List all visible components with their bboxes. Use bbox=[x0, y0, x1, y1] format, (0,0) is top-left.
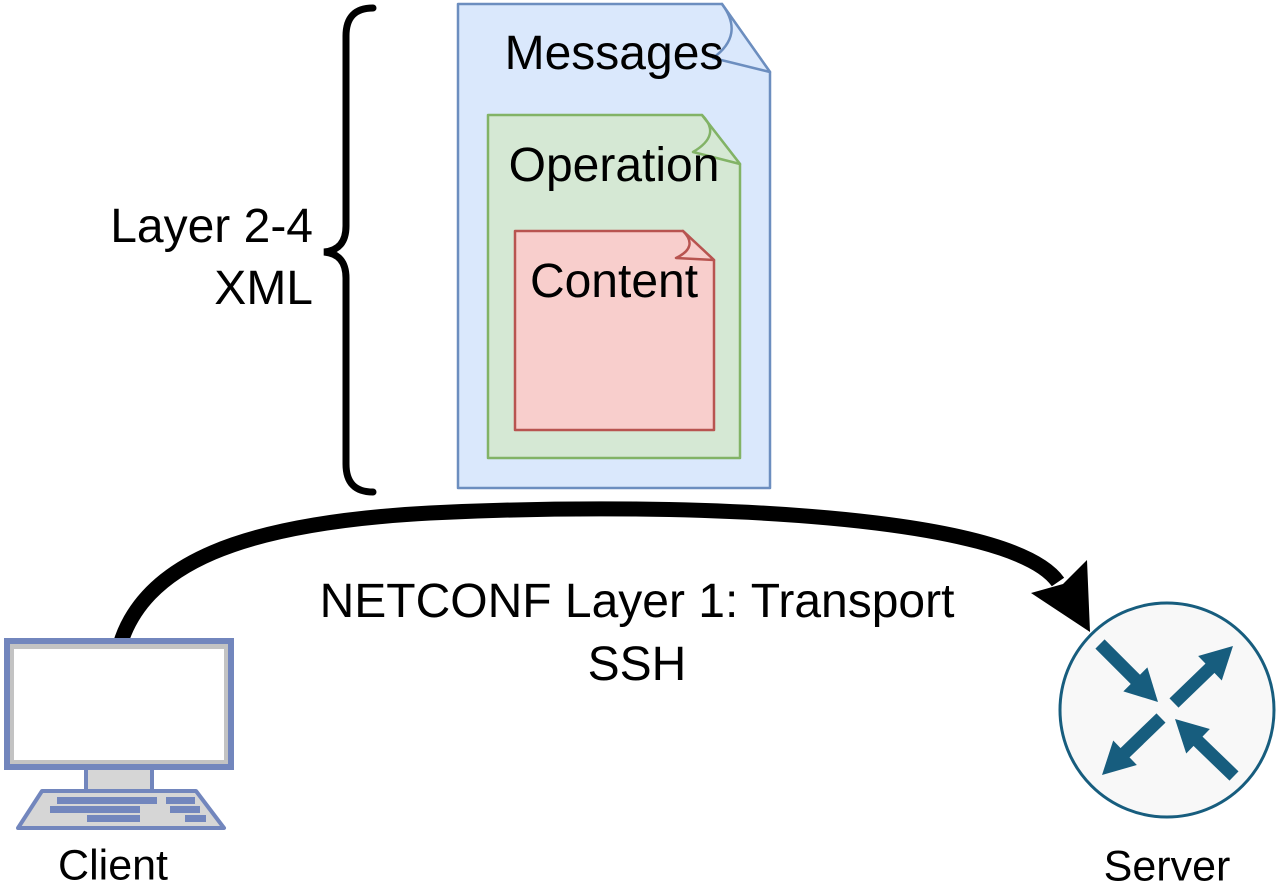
operation-label: Operation bbox=[508, 139, 720, 192]
operation-document-fold-icon bbox=[691, 113, 742, 166]
transport-label-line1: NETCONF Layer 1: Transport bbox=[319, 575, 955, 628]
router-arrow-out-bottomleft bbox=[1102, 713, 1166, 775]
layer-group-label-line2: XML bbox=[214, 262, 313, 315]
messages-document-fold-icon bbox=[711, 2, 772, 74]
router-arrow-in-bottomright bbox=[1175, 719, 1239, 781]
router-arrow-in-topleft bbox=[1095, 639, 1158, 702]
curly-brace-icon bbox=[323, 4, 377, 496]
content-document bbox=[513, 229, 716, 432]
client-label: Client bbox=[58, 841, 168, 890]
content-document-fold-icon bbox=[674, 229, 716, 262]
transport-curve bbox=[110, 501, 1065, 654]
server-label: Server bbox=[1103, 842, 1231, 891]
router-arrow-out-topright bbox=[1169, 646, 1233, 708]
content-document-body bbox=[513, 229, 716, 432]
messages-label: Messages bbox=[504, 27, 724, 80]
content-label: Content bbox=[529, 255, 699, 308]
router-circle bbox=[1058, 601, 1276, 819]
transport-label-line2: SSH bbox=[587, 638, 687, 691]
transport-arrowhead bbox=[1031, 560, 1090, 632]
keyboard-keys bbox=[50, 797, 206, 822]
curved-arrow-icon bbox=[110, 501, 1090, 654]
router-icon bbox=[1058, 601, 1276, 819]
layer-group-label-line1: Layer 2-4 bbox=[110, 200, 313, 253]
desktop-computer-icon bbox=[4, 638, 234, 830]
monitor-screen bbox=[14, 649, 224, 760]
